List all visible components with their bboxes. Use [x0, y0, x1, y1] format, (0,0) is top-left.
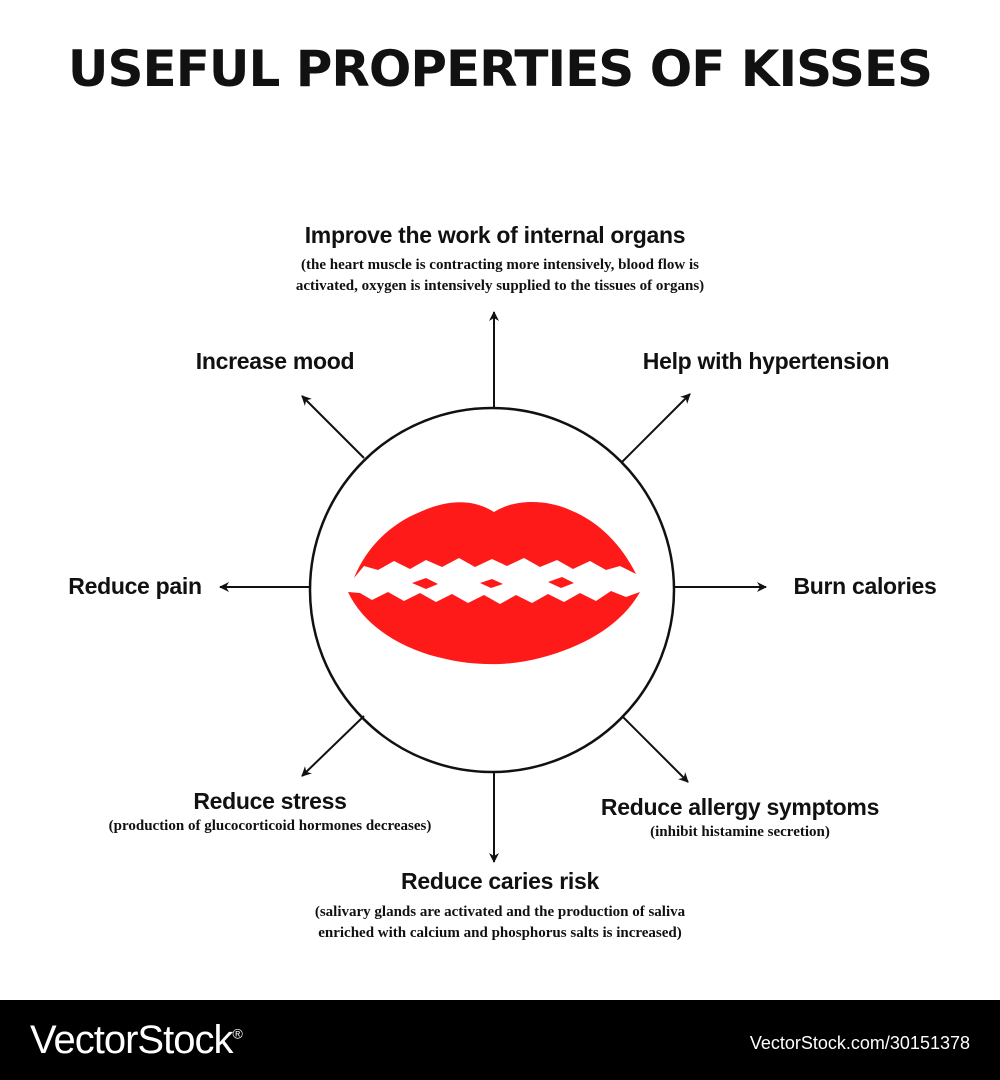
- label-internal-organs: Improve the work of internal organs: [304, 222, 686, 248]
- arrow-up-right: [621, 393, 691, 463]
- note-reduce-caries-line1: (salivary glands are activated and the p…: [314, 904, 686, 920]
- note-internal-organs-line1: (the heart muscle is contracting more in…: [300, 257, 700, 273]
- note-reduce-allergy: (inhibit histamine secretion): [650, 824, 830, 840]
- label-hypertension: Help with hypertension: [642, 348, 890, 374]
- label-reduce-stress: Reduce stress: [193, 788, 347, 814]
- trademark-symbol: ®: [232, 1025, 242, 1042]
- note-reduce-stress: (production of glucocorticoid hormones d…: [108, 818, 432, 834]
- arrow-down-right: [621, 715, 689, 783]
- arrows: [219, 311, 767, 863]
- note-internal-organs-line2: activated, oxygen is intensively supplie…: [295, 278, 705, 294]
- center-circle: [308, 406, 676, 774]
- label-reduce-allergy: Reduce allergy symptoms: [600, 794, 880, 820]
- watermark-url: VectorStock.com/30151378: [749, 1033, 970, 1053]
- label-increase-mood: Increase mood: [195, 348, 355, 374]
- label-reduce-caries: Reduce caries risk: [401, 868, 599, 894]
- diagram: [219, 311, 767, 863]
- watermark-logo-text: VectorStock: [30, 1018, 233, 1062]
- arrow-up-left: [301, 395, 365, 459]
- label-reduce-pain: Reduce pain: [68, 573, 202, 599]
- label-burn-calories: Burn calories: [793, 573, 937, 599]
- note-reduce-caries-line2: enriched with calcium and phosphorus sal…: [318, 925, 682, 941]
- red-lips-icon: [348, 502, 640, 665]
- page-title: USEFUL PROPERTIES OF KISSES: [67, 40, 933, 98]
- watermark-bar: VectorStock® VectorStock.com/30151378: [0, 1000, 1000, 1080]
- watermark-logo: VectorStock®: [30, 1018, 243, 1063]
- arrow-down-left: [301, 715, 365, 777]
